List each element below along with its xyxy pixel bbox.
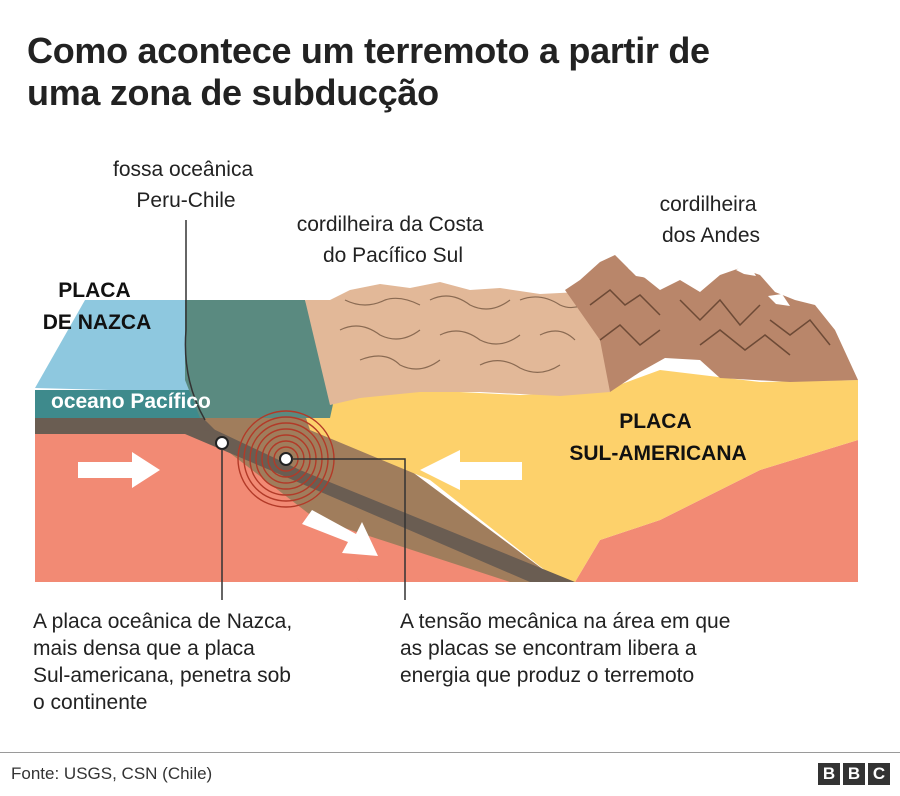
- arrow-right-icon: [78, 452, 160, 488]
- coastal-range: [305, 282, 610, 405]
- source-text: Fonte: USGS, CSN (Chile): [11, 764, 213, 783]
- title-line-1: Como acontece um terremoto a partir de: [27, 30, 710, 71]
- subduction-diagram: fossa oceânica Peru-Chile cordilheira da…: [33, 158, 858, 714]
- title-line-2: uma zona de subducção: [27, 72, 439, 113]
- south-american-plate-label-line-2: SUL-AMERICANA: [569, 442, 746, 465]
- tension-caption-line-3: energia que produz o terremoto: [400, 664, 694, 687]
- nazca-caption-line-1: A placa oceânica de Nazca,: [33, 610, 292, 633]
- south-american-plate-label-line-1: PLACA: [619, 410, 691, 433]
- andes-ridges: [589, 289, 831, 356]
- tension-caption: A tensão mecânica na área em que as plac…: [400, 610, 736, 687]
- epicenter-point: [279, 452, 293, 466]
- tension-caption-line-1: A tensão mecânica na área em que: [400, 610, 730, 633]
- andes-label-line-1: cordilheira: [660, 193, 757, 216]
- trench-label-line-2: Peru-Chile: [136, 189, 235, 212]
- nazca-caption-line-3: Sul-americana, penetra sob: [33, 664, 291, 687]
- page-title: Como acontece um terremoto a partir de u…: [27, 30, 867, 114]
- bbc-logo-letter-1: B: [818, 763, 840, 785]
- nazca-caption-line-2: mais densa que a placa: [33, 637, 255, 660]
- continental-plate: [300, 370, 858, 582]
- trench-curve: [184, 329, 206, 421]
- trench-wedge: [185, 300, 335, 418]
- nazca-plate-label: PLACA DE NAZCA: [43, 279, 152, 334]
- arrow-diagonal-icon: [302, 510, 378, 556]
- arrow-left-icon: [420, 450, 522, 490]
- andes-snow-caps: [628, 262, 790, 306]
- tension-caption-leader: [292, 458, 406, 600]
- coastal-range-label-line-2: do Pacífico Sul: [323, 244, 463, 267]
- bbc-logo: B B C: [818, 763, 890, 785]
- coastal-range-label: cordilheira da Costa do Pacífico Sul: [297, 213, 490, 267]
- trench-label: fossa oceânica Peru-Chile: [113, 158, 259, 212]
- coastal-range-label-line-1: cordilheira da Costa: [297, 213, 484, 236]
- bbc-logo-letter-2: B: [843, 763, 865, 785]
- nazca-caption: A placa oceânica de Nazca, mais densa qu…: [33, 610, 298, 714]
- trench-label-line-1: fossa oceânica: [113, 158, 253, 181]
- slab-marker-point: [215, 436, 229, 450]
- nazca-crust-slab: [35, 418, 575, 582]
- andes-label-line-2: dos Andes: [662, 224, 760, 247]
- nazca-plate-label-line-2: DE NAZCA: [43, 311, 152, 334]
- nazca-caption-line-4: o continente: [33, 691, 147, 714]
- nazca-crust-top: [35, 415, 215, 432]
- tension-caption-line-2: as placas se encontram libera a: [400, 637, 697, 660]
- footer-divider: [0, 752, 900, 753]
- nazca-plate-label-line-1: PLACA: [58, 279, 130, 302]
- mantle-right-layer: [575, 440, 858, 582]
- ocean-label: oceano Pacífico: [51, 390, 211, 413]
- south-american-plate-label: PLACA SUL-AMERICANA: [569, 410, 746, 465]
- andes-range: [565, 255, 858, 392]
- bbc-logo-letter-3: C: [868, 763, 890, 785]
- andes-label: cordilheira dos Andes: [660, 193, 763, 247]
